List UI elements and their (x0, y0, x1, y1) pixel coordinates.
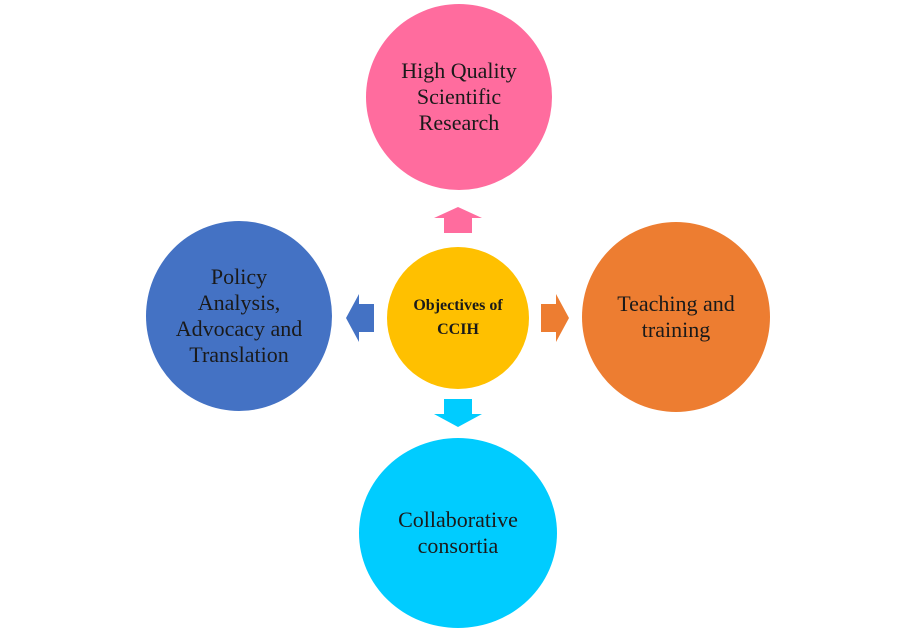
node-teaching: Teaching and training (582, 222, 770, 412)
node-research-label: High Quality Scientific Research (401, 58, 517, 135)
arrow-down (434, 399, 482, 427)
arrow-right (541, 294, 569, 342)
node-policy-label: Policy Analysis, Advocacy and Translatio… (175, 264, 303, 367)
arrow-up (434, 207, 482, 233)
node-consortia: Collaborative consortia (359, 438, 557, 628)
node-research: High Quality Scientific Research (366, 4, 552, 190)
node-consortia-label: Collaborative consortia (398, 507, 518, 558)
arrow-left (346, 294, 374, 342)
center-objectives: Objectives of CCIH (387, 247, 529, 389)
center-objectives-label: Objectives of CCIH (413, 297, 503, 338)
node-teaching-label: Teaching and training (617, 291, 735, 342)
node-policy: Policy Analysis, Advocacy and Translatio… (146, 221, 332, 411)
